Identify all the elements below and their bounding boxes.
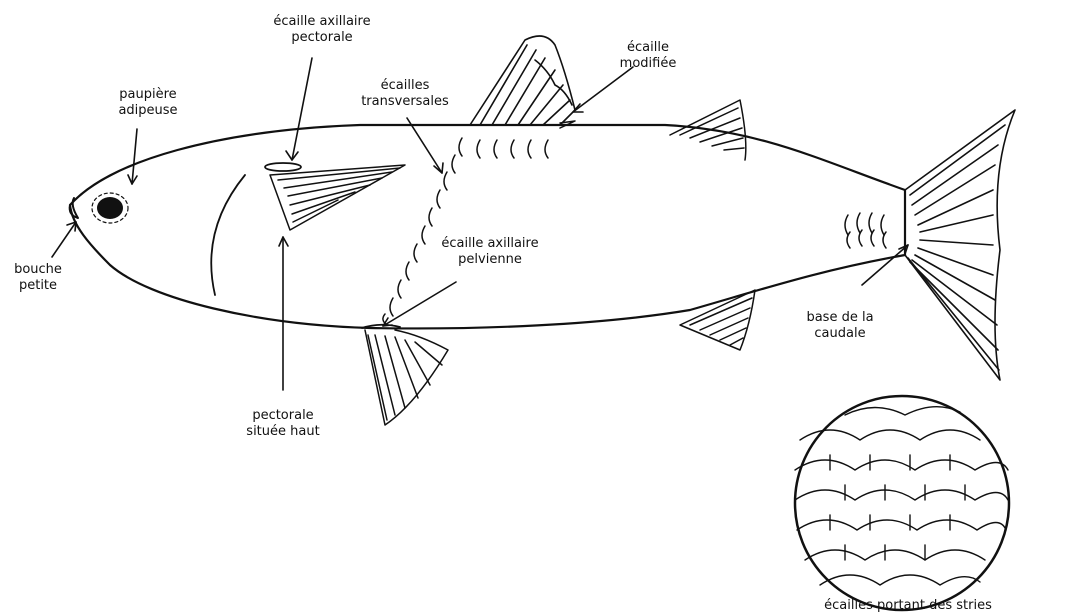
label-line: paupière xyxy=(108,87,188,103)
pectoral-fin xyxy=(265,163,405,230)
label-line: petite xyxy=(6,278,70,294)
label-ecaille-axillaire-pelvienne: écaille axillaire pelvienne xyxy=(428,236,552,268)
transverse-scales xyxy=(383,121,575,325)
label-line: écaille axillaire xyxy=(428,236,552,252)
label-line: transversales xyxy=(350,94,460,110)
label-line: modifiée xyxy=(608,56,688,72)
pelvic-fin xyxy=(365,330,448,425)
label-line: adipeuse xyxy=(108,103,188,119)
anal-fin xyxy=(680,290,755,350)
label-line: pectorale xyxy=(236,408,330,424)
fish-body xyxy=(70,125,905,328)
label-line: située haut xyxy=(236,424,330,440)
label-line: pectorale xyxy=(262,30,382,46)
scale-detail-circle xyxy=(795,396,1009,610)
caudal-fin xyxy=(905,110,1015,380)
label-base-caudale: base de la caudale xyxy=(792,310,888,342)
label-line: écaille axillaire xyxy=(262,14,382,30)
label-pectorale-situee-haut: pectorale située haut xyxy=(236,408,330,440)
label-line: pelvienne xyxy=(428,252,552,268)
label-line: écailles xyxy=(350,78,460,94)
label-line: bouche xyxy=(6,262,70,278)
caudal-base-scales xyxy=(845,213,886,248)
label-line: caudale xyxy=(792,326,888,342)
label-ecailles-transversales: écailles transversales xyxy=(350,78,460,110)
label-paupiere-adipeuse: paupière adipeuse xyxy=(108,87,188,119)
label-ecaille-modifiee: écaille modifiée xyxy=(608,40,688,72)
label-line: base de la xyxy=(792,310,888,326)
label-line: écaille xyxy=(608,40,688,56)
label-bouche-petite: bouche petite xyxy=(6,262,70,294)
first-dorsal-fin xyxy=(470,36,575,125)
label-ecaille-axillaire-pectorale: écaille axillaire pectorale xyxy=(262,14,382,46)
label-ecailles-stries: écailles portant des stries xyxy=(808,598,1008,614)
label-line: écailles portant des stries xyxy=(808,598,1008,614)
